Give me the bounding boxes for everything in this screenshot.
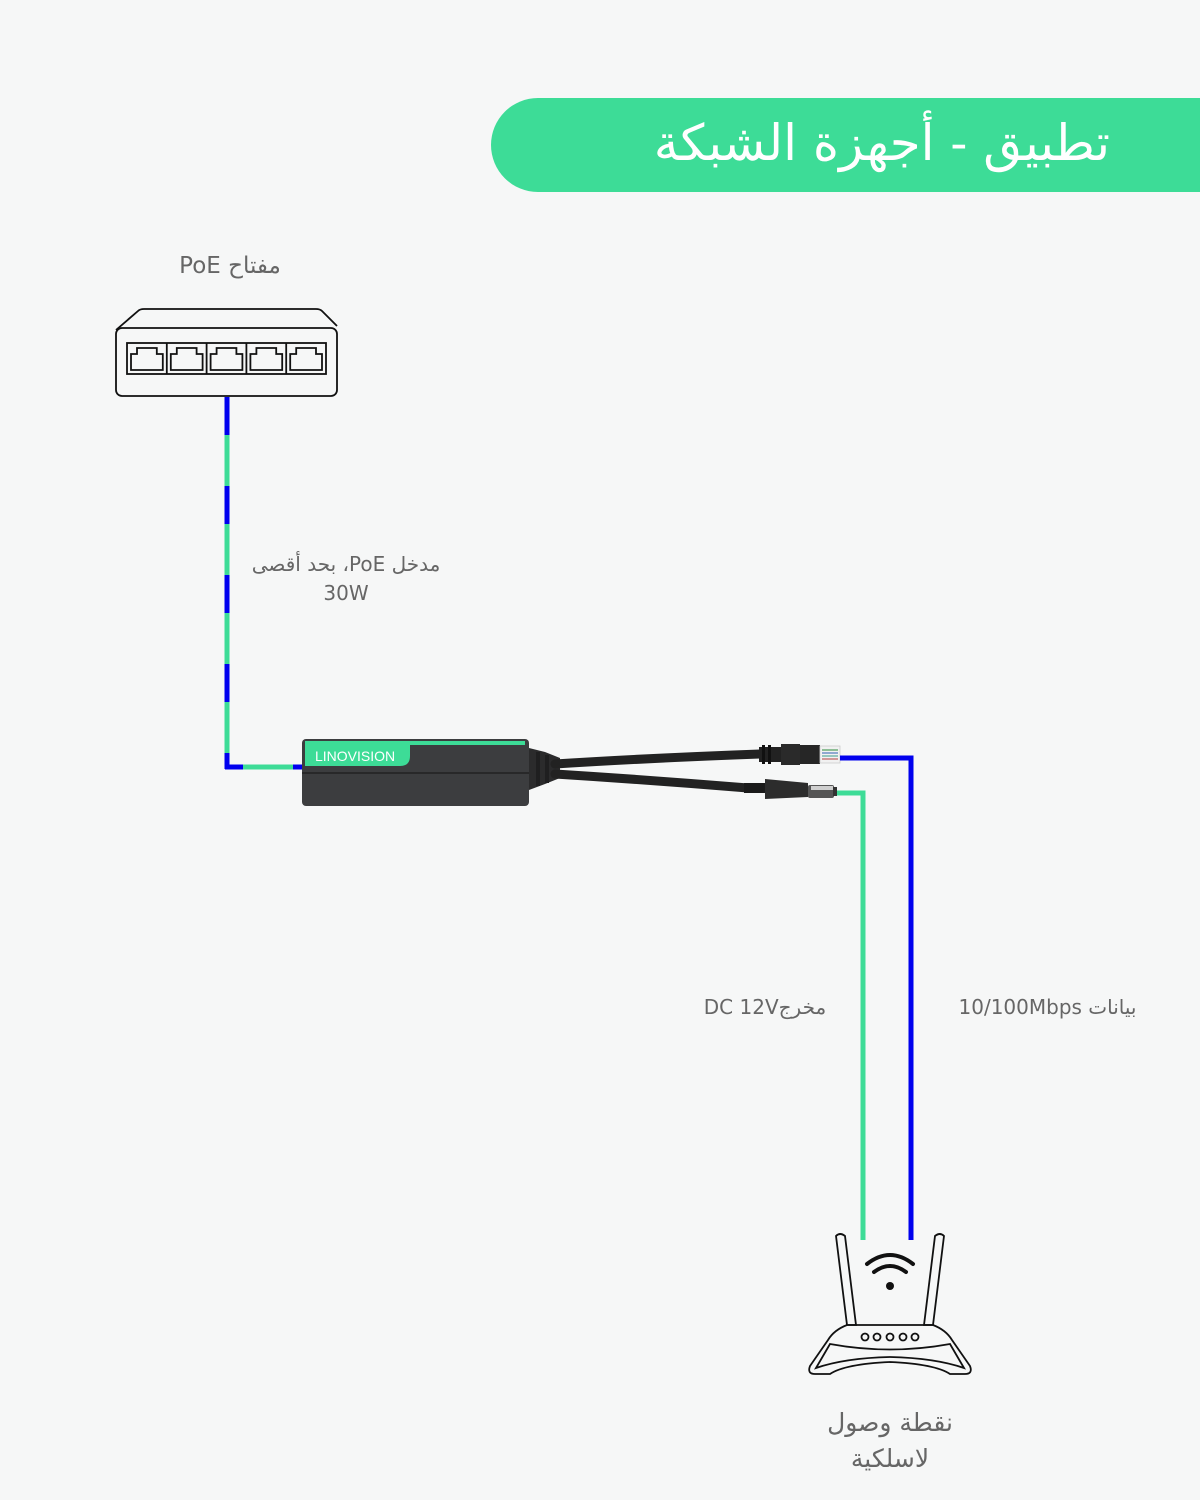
title-banner: تطبيق - أجهزة الشبكة bbox=[491, 98, 1200, 192]
dc-output-label: مخرجDC 12V bbox=[703, 995, 827, 1019]
splitter-brand: LINOVISION bbox=[315, 748, 395, 764]
page-title: تطبيق - أجهزة الشبكة bbox=[653, 114, 1110, 172]
access-point-label-line1: نقطة وصول bbox=[827, 1408, 953, 1437]
poe-input-label-line1: مدخل PoE، بحد أقصى bbox=[251, 552, 441, 576]
access-point-label-line2: لاسلكية bbox=[850, 1444, 930, 1473]
switch-port-icon bbox=[130, 347, 164, 371]
antenna-left bbox=[835, 1233, 858, 1326]
switch-label: مفتاح PoE bbox=[179, 253, 281, 279]
poe-input-label: مدخل PoE، بحد أقصى 30W bbox=[236, 550, 456, 608]
switch-ports bbox=[130, 343, 323, 374]
wifi-icon bbox=[865, 1253, 915, 1290]
data-cable bbox=[840, 755, 914, 1240]
dc-barrel-plug-icon bbox=[744, 779, 837, 799]
antenna-right bbox=[922, 1233, 945, 1326]
access-point-label: نقطة وصول لاسلكية bbox=[790, 1405, 990, 1477]
switch-port-icon bbox=[289, 347, 323, 371]
switch-port-icon bbox=[209, 347, 244, 371]
splitter-brand-badge bbox=[305, 745, 410, 766]
rj45-plug-icon bbox=[759, 744, 841, 765]
data-label: بيانات 10/100Mbps bbox=[958, 995, 1137, 1019]
wireless-router-icon bbox=[808, 1233, 972, 1375]
switch-port-icon bbox=[169, 347, 204, 371]
poe-splitter-icon: LINOVISION bbox=[302, 739, 841, 806]
poe-switch-icon bbox=[115, 308, 338, 397]
switch-port-icon bbox=[249, 347, 284, 371]
poe-input-cable bbox=[224, 397, 302, 770]
poe-input-label-line2: 30W bbox=[323, 581, 369, 605]
dc-output-cable bbox=[837, 790, 866, 1240]
splitter-accent-stripe bbox=[305, 741, 525, 745]
